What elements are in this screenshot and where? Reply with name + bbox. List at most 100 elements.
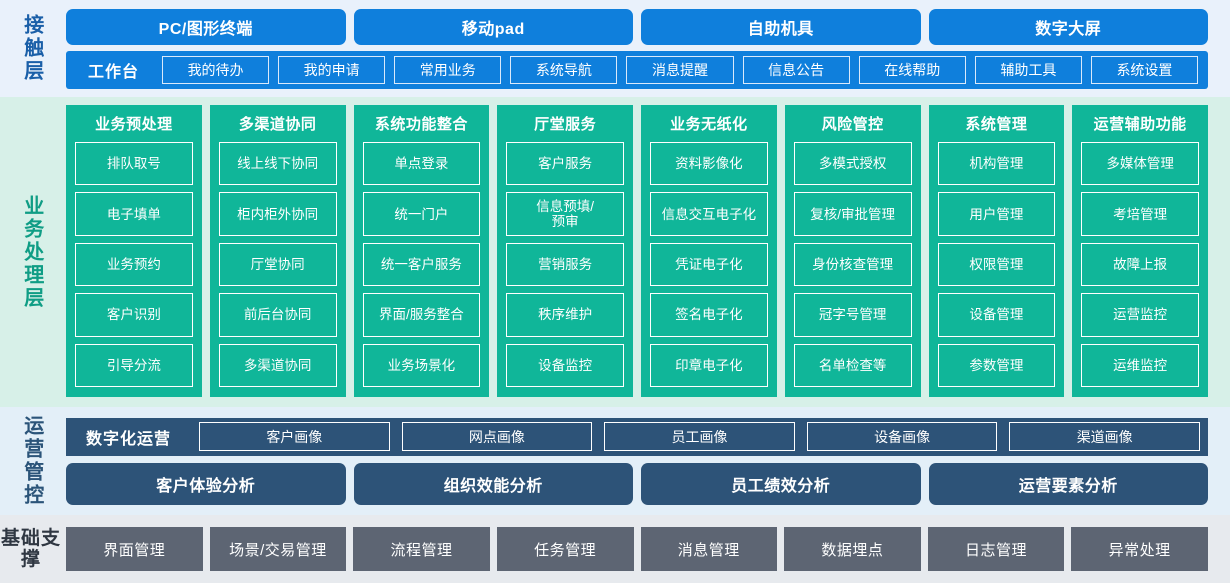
contact-layer-band: 接触层 PC/图形终端 移动pad 自助机具 数字大屏 工作台 我的待办 我的申… — [0, 0, 1230, 97]
analytics-operation-factors[interactable]: 运营要素分析 — [928, 462, 1208, 505]
business-item[interactable]: 身份核查管理 — [793, 242, 912, 287]
business-column-system-management: 系统管理 机构管理 用户管理 权限管理 设备管理 参数管理 — [928, 105, 1065, 397]
business-item[interactable]: 运维监控 — [1081, 343, 1199, 388]
business-item[interactable]: 名单检查等 — [793, 343, 912, 388]
workbench-item-message-alert[interactable]: 消息提醒 — [626, 55, 734, 84]
contact-layer-label: 接触层 — [0, 0, 62, 97]
business-item[interactable]: 统一门户 — [362, 192, 481, 236]
column-title: 系统功能整合 — [374, 116, 468, 133]
workbench-item-todo[interactable]: 我的待办 — [162, 55, 270, 84]
business-item[interactable]: 冠字号管理 — [793, 293, 912, 337]
business-item[interactable]: 电子填单 — [75, 192, 193, 236]
business-column-operation-support: 运营辅助功能 多媒体管理 考培管理 故障上报 运营监控 运维监控 — [1072, 105, 1208, 397]
business-column-lobby-service: 厅堂服务 客户服务 信息预填/ 预审 营销服务 秩序维护 设备监控 — [497, 105, 633, 397]
business-item[interactable]: 前后台协同 — [218, 293, 337, 337]
analytics-customer-experience[interactable]: 客户体验分析 — [66, 462, 346, 505]
business-column-paperless: 业务无纸化 资料影像化 信息交互电子化 凭证电子化 签名电子化 印章电子化 — [641, 105, 777, 397]
business-columns: 业务预处理 排队取号 电子填单 业务预约 客户识别 引导分流 多渠道协同 线上线… — [66, 105, 1208, 397]
business-item[interactable]: 信息交互电子化 — [650, 192, 768, 236]
business-layer-label-text: 业务处理层 — [20, 194, 43, 310]
column-title: 系统管理 — [965, 116, 1028, 133]
base-item-scene-transaction-management[interactable]: 场景/交易管理 — [209, 527, 347, 571]
operations-layer-label-text: 运营管控 — [20, 415, 43, 507]
business-item[interactable]: 业务场景化 — [362, 343, 481, 388]
contact-layer-label-text: 接触层 — [20, 14, 43, 83]
base-layer-body: 界面管理 场景/交易管理 流程管理 任务管理 消息管理 数据埋点 日志管理 异常… — [62, 515, 1230, 583]
business-item[interactable]: 运营监控 — [1081, 293, 1199, 337]
base-item-task-management[interactable]: 任务管理 — [496, 527, 634, 571]
business-item[interactable]: 秩序维护 — [506, 293, 624, 337]
column-title: 业务无纸化 — [670, 116, 748, 133]
business-item[interactable]: 资料影像化 — [650, 142, 768, 186]
base-item-process-management[interactable]: 流程管理 — [353, 527, 490, 571]
business-item[interactable]: 参数管理 — [937, 343, 1056, 388]
business-item[interactable]: 印章电子化 — [650, 343, 768, 388]
business-item[interactable]: 排队取号 — [75, 142, 193, 186]
business-item[interactable]: 厅堂协同 — [218, 242, 337, 287]
base-item-log-management[interactable]: 日志管理 — [927, 527, 1065, 571]
business-item[interactable]: 线上线下协同 — [218, 142, 337, 186]
business-item[interactable]: 营销服务 — [506, 242, 624, 287]
channel-digital-screen[interactable]: 数字大屏 — [928, 8, 1208, 45]
business-item[interactable]: 考培管理 — [1081, 192, 1199, 236]
column-title: 风险管控 — [821, 116, 884, 133]
workbench-item-applications[interactable]: 我的申请 — [278, 55, 386, 84]
business-item[interactable]: 信息预填/ 预审 — [506, 192, 624, 236]
business-item[interactable]: 凭证电子化 — [650, 242, 768, 287]
channel-pc[interactable]: PC/图形终端 — [66, 8, 346, 45]
base-item-ui-management[interactable]: 界面管理 — [66, 527, 203, 571]
base-layer-band: 基础支撑 界面管理 场景/交易管理 流程管理 任务管理 消息管理 数据埋点 日志… — [0, 515, 1230, 583]
operations-layer-band: 运营管控 数字化运营 客户画像 网点画像 员工画像 设备画像 渠道画像 客户体验… — [0, 407, 1230, 515]
business-column-pretreatment: 业务预处理 排队取号 电子填单 业务预约 客户识别 引导分流 — [66, 105, 202, 397]
business-item[interactable]: 界面/服务整合 — [362, 293, 481, 337]
business-item[interactable]: 单点登录 — [362, 142, 481, 186]
base-items-row: 界面管理 场景/交易管理 流程管理 任务管理 消息管理 数据埋点 日志管理 异常… — [66, 527, 1208, 571]
business-item[interactable]: 用户管理 — [937, 192, 1056, 236]
business-item[interactable]: 多媒体管理 — [1081, 142, 1199, 186]
business-item[interactable]: 机构管理 — [937, 142, 1056, 186]
portrait-channel[interactable]: 渠道画像 — [1009, 422, 1200, 451]
workbench-item-system-nav[interactable]: 系统导航 — [510, 55, 618, 84]
column-title: 多渠道协同 — [238, 116, 317, 133]
business-item[interactable]: 客户识别 — [75, 293, 193, 337]
portrait-branch[interactable]: 网点画像 — [401, 422, 593, 451]
business-item[interactable]: 设备管理 — [937, 293, 1056, 337]
workbench-item-tools[interactable]: 辅助工具 — [974, 55, 1082, 84]
business-item[interactable]: 统一客户服务 — [362, 242, 481, 287]
analytics-organization-efficiency[interactable]: 组织效能分析 — [353, 462, 633, 505]
business-item[interactable]: 引导分流 — [75, 343, 193, 388]
operations-layer-body: 数字化运营 客户画像 网点画像 员工画像 设备画像 渠道画像 客户体验分析 组织… — [62, 407, 1230, 515]
business-item[interactable]: 业务预约 — [75, 242, 193, 287]
business-item[interactable]: 多渠道协同 — [218, 343, 337, 388]
channel-self-service[interactable]: 自助机具 — [641, 8, 921, 45]
business-item[interactable]: 故障上报 — [1081, 242, 1199, 287]
business-item[interactable]: 权限管理 — [937, 242, 1056, 287]
business-item[interactable]: 多模式授权 — [793, 142, 912, 186]
digital-operations-title: 数字化运营 — [86, 430, 172, 448]
operations-layer-label: 运营管控 — [0, 407, 62, 515]
business-item[interactable]: 柜内柜外协同 — [218, 192, 337, 236]
business-item[interactable]: 复核/审批管理 — [793, 192, 912, 236]
base-item-exception-handling[interactable]: 异常处理 — [1071, 527, 1208, 571]
base-layer-label-text: 基础支撑 — [0, 527, 61, 570]
channel-mobile-pad[interactable]: 移动pad — [353, 8, 633, 45]
digital-operations-row: 数字化运营 客户画像 网点画像 员工画像 设备画像 渠道画像 — [66, 417, 1208, 456]
business-item[interactable]: 设备监控 — [506, 343, 624, 388]
column-title: 运营辅助功能 — [1093, 116, 1187, 133]
portrait-device[interactable]: 设备画像 — [806, 422, 998, 451]
business-layer-body: 业务预处理 排队取号 电子填单 业务预约 客户识别 引导分流 多渠道协同 线上线… — [62, 97, 1230, 407]
contact-layer-body: PC/图形终端 移动pad 自助机具 数字大屏 工作台 我的待办 我的申请 常用… — [62, 0, 1230, 97]
portrait-employee[interactable]: 员工画像 — [604, 422, 795, 451]
base-item-message-management[interactable]: 消息管理 — [640, 527, 778, 571]
analytics-employee-performance[interactable]: 员工绩效分析 — [641, 462, 921, 505]
business-item[interactable]: 签名电子化 — [650, 293, 768, 337]
business-layer-label: 业务处理层 — [0, 97, 62, 407]
workbench-item-common-business[interactable]: 常用业务 — [394, 55, 502, 84]
business-item[interactable]: 客户服务 — [506, 142, 624, 186]
base-item-data-tracking[interactable]: 数据埋点 — [784, 527, 921, 571]
portrait-customer[interactable]: 客户画像 — [199, 422, 390, 451]
column-title: 业务预处理 — [95, 116, 173, 133]
workbench-item-announcement[interactable]: 信息公告 — [742, 55, 850, 84]
workbench-item-settings[interactable]: 系统设置 — [1090, 55, 1198, 84]
workbench-item-online-help[interactable]: 在线帮助 — [858, 55, 966, 84]
